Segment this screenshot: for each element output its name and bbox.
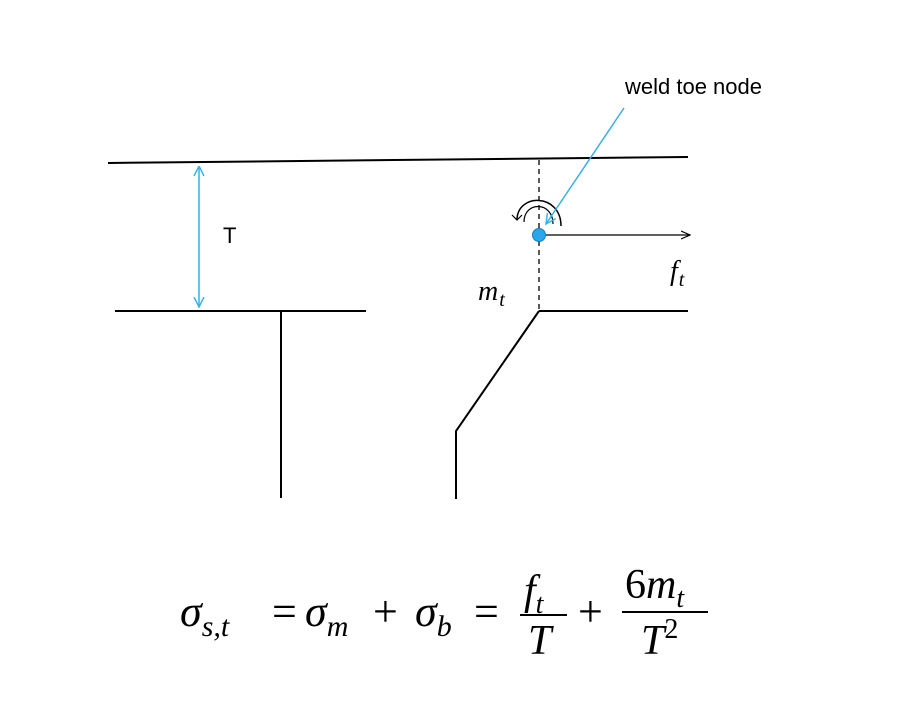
stress-formula: σs,t = σm + σb = ft T + 6mt T2 [180,562,708,664]
thickness-label: T [223,223,236,248]
weld-profile [455,310,540,499]
top-plate-edge [107,156,689,164]
formula-equals-2: = [474,587,499,636]
formula-plus-1: + [373,587,398,636]
force-label: ft [670,256,685,291]
formula-plus-2: + [578,587,603,636]
moment-label: mt [478,276,505,311]
frac1-denominator: T [528,618,554,664]
formula-lhs: σs,t [180,587,230,643]
moment-curl-arrow [511,199,562,227]
frac1-numerator: ft [524,568,545,620]
frac2-numerator: 6mt [625,562,685,614]
formula-term-membrane: σm [305,587,348,643]
weld-toe-pointer [546,107,625,224]
formula-equals-1: = [272,587,297,636]
weld-toe-node [532,228,546,242]
weld-toe-label: weld toe node [624,74,762,99]
formula-term-bending: σb [415,587,452,643]
frac2-denominator: T2 [641,614,678,664]
